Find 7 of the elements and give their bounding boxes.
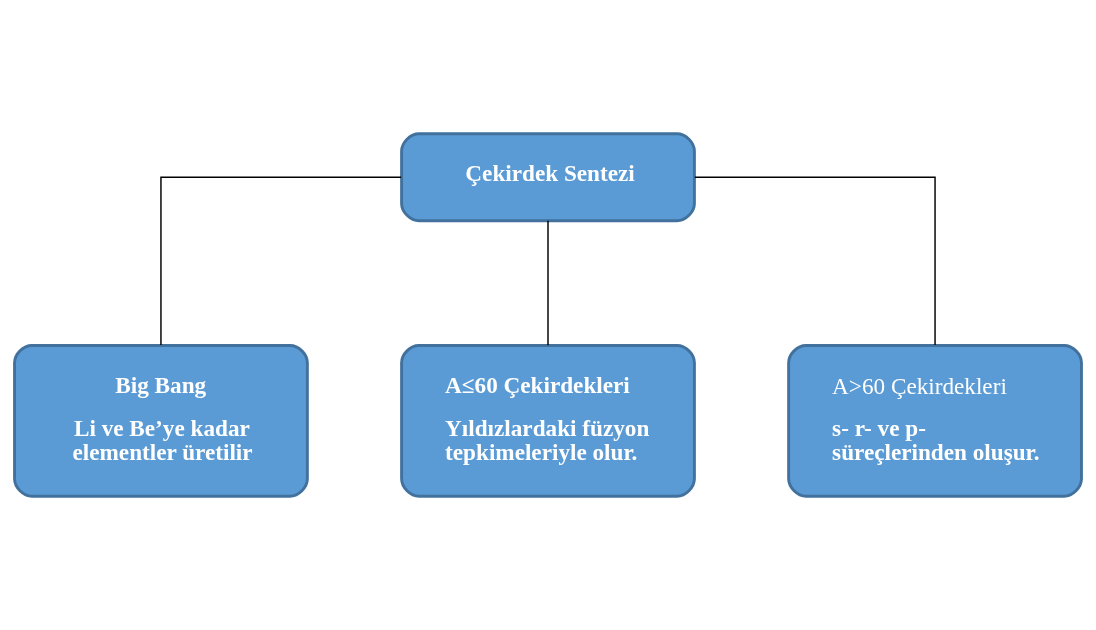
node-box: Çekirdek Sentezi (400, 132, 696, 223)
node-box: A>60 Çekirdekleri s- r- ve p- süreçlerinden oluşur. (787, 344, 1083, 498)
connector (694, 176, 936, 346)
connector (547, 220, 549, 346)
connector (160, 176, 402, 346)
node-box: A≤60 Çekirdekleri Yıldızlardaki füzyon tepkimeleriyle olur. (400, 344, 696, 498)
node-box: Big Bang Li ve Be’ye kadar elementler üretilir (13, 344, 309, 498)
